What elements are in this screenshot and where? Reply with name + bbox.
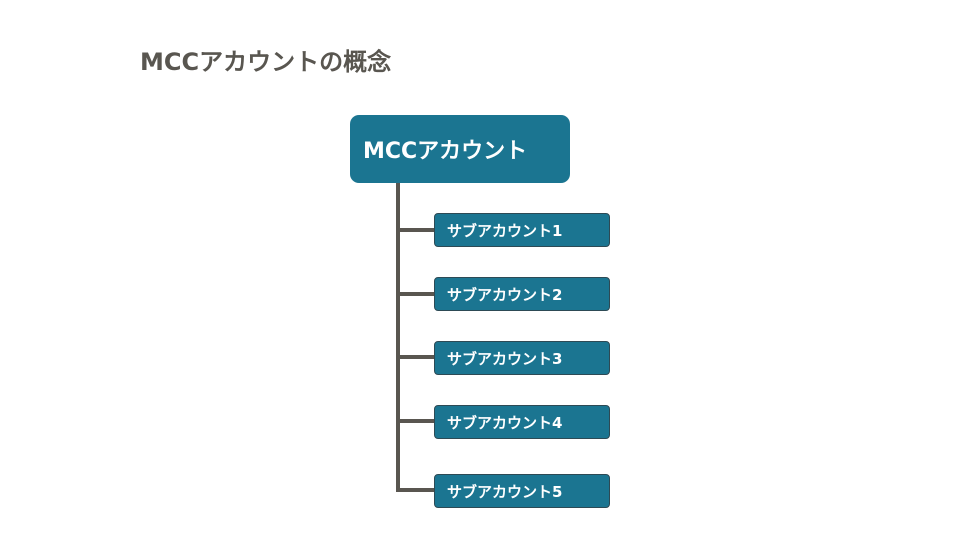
sub-account-label-5: サブアカウント5 [447,482,563,501]
slide-title: MCCアカウントの概念 [140,48,392,76]
sub-account-node-2: サブアカウント2 [434,277,610,311]
sub-account-node-1: サブアカウント1 [434,213,610,247]
sub-account-node-3: サブアカウント3 [434,341,610,375]
sub-account-node-5: サブアカウント5 [434,474,610,508]
mcc-account-label: MCCアカウント [363,139,528,164]
mcc-account-node: MCCアカウント [350,115,570,183]
sub-account-label-2: サブアカウント2 [447,285,563,304]
sub-account-node-4: サブアカウント4 [434,405,610,439]
sub-account-label-1: サブアカウント1 [447,221,563,240]
sub-account-label-4: サブアカウント4 [447,413,563,432]
sub-account-label-3: サブアカウント3 [447,349,563,368]
